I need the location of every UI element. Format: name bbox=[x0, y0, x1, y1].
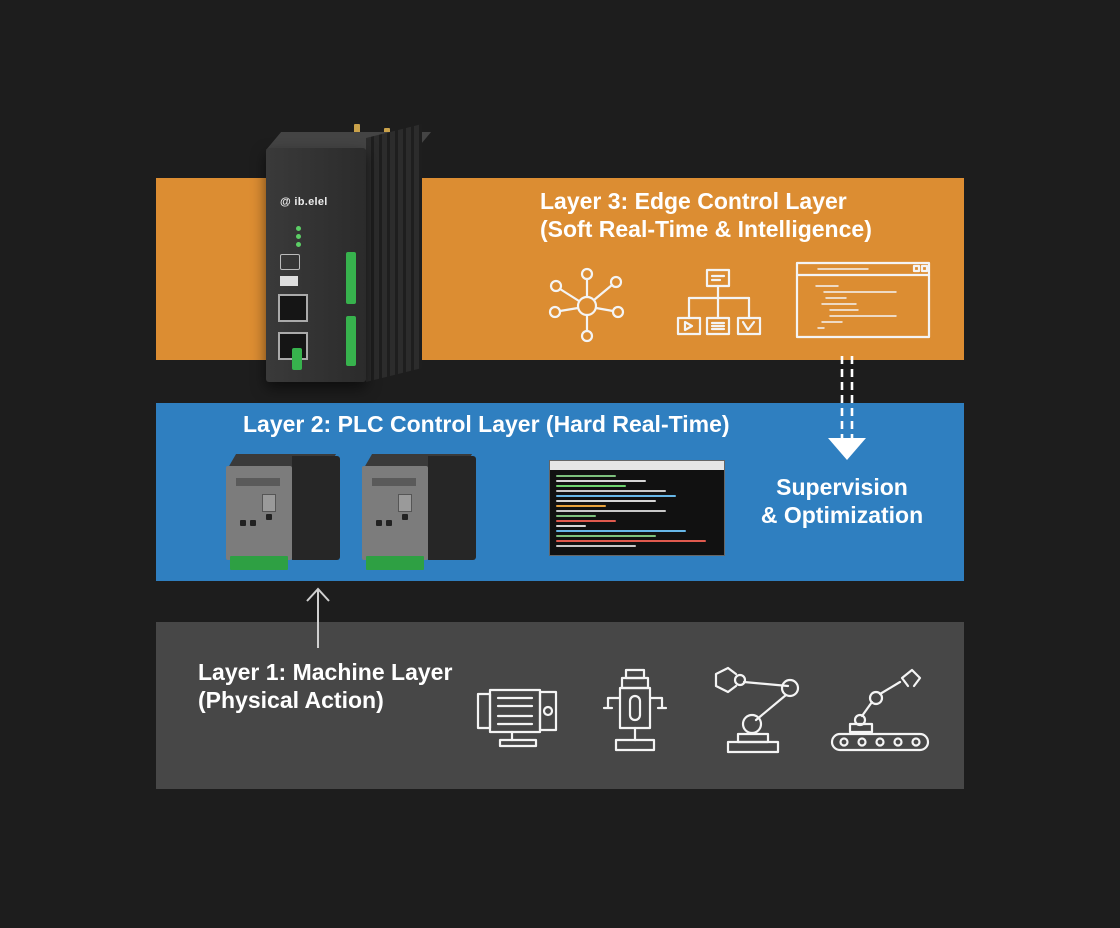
machine-layer-band bbox=[156, 622, 964, 789]
layer3-title-line1: Layer 3: Edge Control Layer bbox=[540, 188, 847, 214]
sim-slot bbox=[280, 254, 300, 270]
machine-to-plc-arrow-icon bbox=[306, 587, 330, 648]
layer1-title-line2: (Physical Action) bbox=[198, 687, 384, 713]
actuator-icon bbox=[602, 668, 668, 752]
usb-port bbox=[280, 276, 298, 286]
supervision-line1: Supervision bbox=[776, 474, 908, 500]
plc-code-screen bbox=[549, 460, 725, 556]
layer1-title: Layer 1: Machine Layer (Physical Action) bbox=[198, 658, 452, 714]
status-led bbox=[296, 226, 301, 231]
layer3-title: Layer 3: Edge Control Layer (Soft Real-T… bbox=[540, 187, 872, 243]
status-led bbox=[296, 234, 301, 239]
robot-arm-icon bbox=[714, 666, 800, 754]
plc-module bbox=[226, 448, 342, 570]
electric-motor-icon bbox=[476, 688, 558, 748]
code-window-icon bbox=[795, 261, 931, 339]
layer2-title: Layer 2: PLC Control Layer (Hard Real-Ti… bbox=[243, 411, 730, 437]
status-led bbox=[296, 242, 301, 247]
ethernet-port bbox=[278, 294, 308, 322]
terminal-block bbox=[346, 252, 356, 304]
layer1-title-line1: Layer 1: Machine Layer bbox=[198, 659, 453, 685]
supervision-label: Supervision & Optimization bbox=[742, 473, 942, 529]
plc-module bbox=[362, 448, 478, 570]
supervision-arrow-icon bbox=[828, 356, 866, 460]
conveyor-robot-icon bbox=[830, 668, 930, 752]
device-brand-logo: @ ib.elel bbox=[280, 196, 328, 208]
network-hub-icon bbox=[548, 267, 625, 343]
antenna-connector bbox=[354, 124, 360, 138]
layer3-title-line2: (Soft Real-Time & Intelligence) bbox=[540, 216, 872, 242]
supervision-line2: & Optimization bbox=[760, 502, 924, 528]
terminal-block bbox=[292, 348, 302, 370]
flowchart-icon bbox=[676, 268, 762, 336]
edge-gateway-device: @ ib.elel bbox=[262, 118, 432, 393]
terminal-block bbox=[346, 316, 356, 366]
